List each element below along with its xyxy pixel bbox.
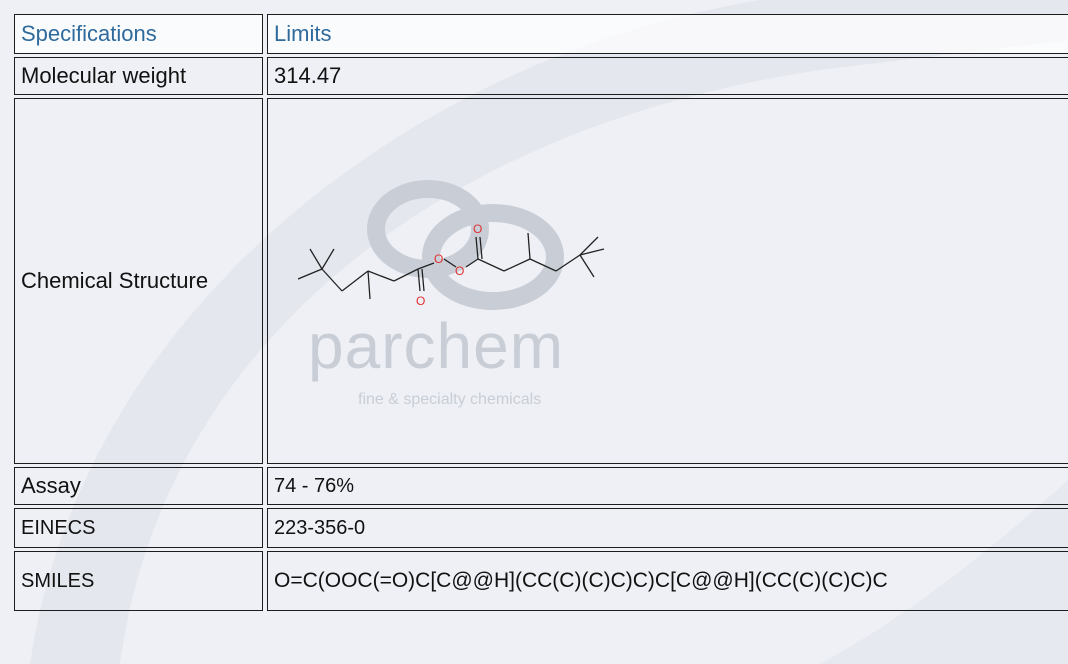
table-row: SMILES O=C(OOC(=O)C[C@@H](CC(C)(C)C)C)C[… [14,551,1068,611]
oxygen-atom: O [434,252,443,266]
row-value: O=C(OOC(=O)C[C@@H](CC(C)(C)C)C)C[C@@H](C… [267,551,1068,611]
row-label: Chemical Structure [14,98,263,464]
watermark-brand: parchem [308,310,564,382]
oxygen-atom: O [455,264,464,278]
oxygen-atom: O [416,294,425,308]
row-value: 74 - 76% [267,467,1068,505]
header-specifications: Specifications [14,14,263,54]
row-label: Assay [14,467,263,505]
specifications-table: Specifications Limits Molecular weight 3… [10,11,1068,614]
oxygen-atom: O [473,222,482,236]
row-label: Molecular weight [14,57,263,95]
table-row: Assay 74 - 76% [14,467,1068,505]
row-value: 314.47 [267,57,1068,95]
table-header-row: Specifications Limits [14,14,1068,54]
row-value: 223-356-0 [267,508,1068,548]
row-label: EINECS [14,508,263,548]
molecule-structure: O O O O [298,222,605,308]
parchem-logo [367,180,564,310]
table-row: Chemical Structure parchem fine & specia… [14,98,1068,464]
table-row: Molecular weight 314.47 [14,57,1068,95]
header-limits: Limits [267,14,1068,54]
row-label: SMILES [14,551,263,611]
watermark-tagline: fine & specialty chemicals [358,391,542,408]
chemical-structure-cell: parchem fine & specialty chemicals [267,98,1068,464]
table-row: EINECS 223-356-0 [14,508,1068,548]
